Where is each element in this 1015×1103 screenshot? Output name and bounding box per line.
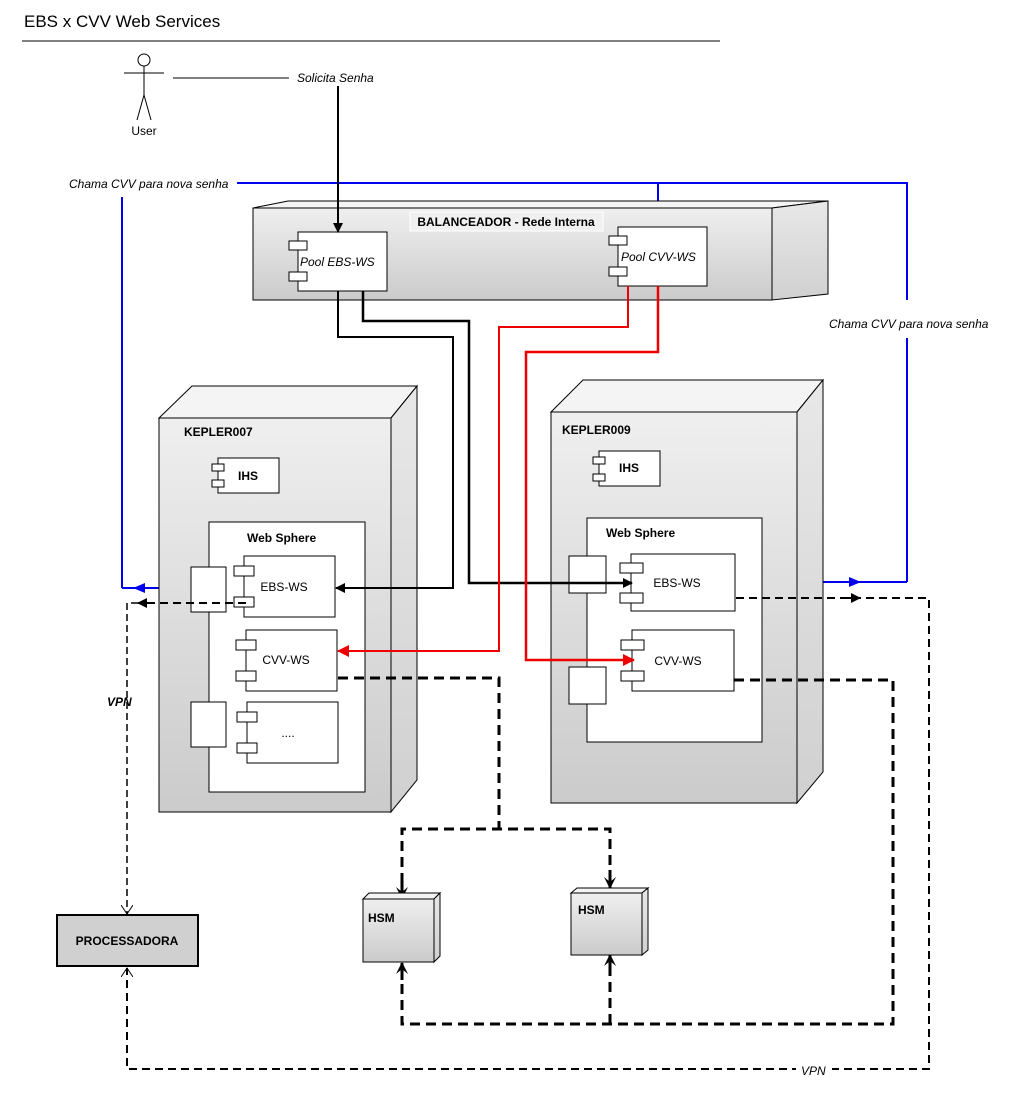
label-chama-cvv-right: Chama CVV para nova senha xyxy=(829,317,989,331)
server-name: KEPLER009 xyxy=(562,423,631,437)
hsm-node-1[interactable]: HSM xyxy=(361,891,442,964)
ihs-label: IHS xyxy=(238,469,258,483)
component-label: EBS-WS xyxy=(653,576,700,590)
component-icon xyxy=(619,562,644,574)
red-flow-to-cvv-k9 xyxy=(524,286,660,666)
hsm-flow-cvv-k9 xyxy=(400,678,895,1026)
other-component[interactable]: .... xyxy=(236,701,339,764)
component-label: CVV-WS xyxy=(654,654,701,668)
vpn-label-bg xyxy=(796,1061,832,1077)
websphere-container[interactable]: Web Sphere EBS-WS CVV-WS xyxy=(568,517,763,743)
cvv-ws-component[interactable]: CVV-WS xyxy=(235,629,338,692)
balancer-label: BALANCEADOR - Rede Interna xyxy=(417,215,595,229)
black-flow-to-ebs-k9 xyxy=(361,291,633,588)
component-icon xyxy=(235,639,257,651)
blue-flow-top xyxy=(237,182,908,300)
component-icon xyxy=(288,240,308,251)
label-vpn-bottom: VPN xyxy=(801,1064,826,1078)
label-chama-cvv-left: Chama CVV para nova senha xyxy=(69,177,229,191)
port-box xyxy=(190,701,227,748)
hsm-flow-cvv-k7 xyxy=(338,676,501,829)
server-node-kepler007[interactable]: KEPLER007 IHS Web Sphere EBS-WS CVV-WS xyxy=(157,384,419,814)
component-icon xyxy=(236,711,258,723)
vpn-flow-bottom xyxy=(127,597,930,1070)
hsm-label: HSM xyxy=(578,903,605,917)
pool-cvv-label: Pool CVV-WS xyxy=(621,250,696,264)
ihs-component[interactable]: IHS xyxy=(592,450,661,487)
component-icon xyxy=(233,565,255,577)
component-icon xyxy=(211,463,225,472)
port-box xyxy=(568,666,607,705)
processadora-label: PROCESSADORA xyxy=(76,934,179,948)
websphere-label: Web Sphere xyxy=(247,531,316,545)
black-flow-to-ebs-k7 xyxy=(335,291,454,593)
port-box xyxy=(190,566,227,613)
ihs-component[interactable]: IHS xyxy=(211,457,280,494)
actor-label: User xyxy=(131,124,156,138)
ebs-ws-component[interactable]: EBS-WS xyxy=(619,553,736,612)
cvv-ws-component[interactable]: CVV-WS xyxy=(620,629,735,692)
pool-ebs-label: Pool EBS-WS xyxy=(300,255,375,269)
vpn-flow-to-processadora xyxy=(127,602,138,914)
balancer-node[interactable]: BALANCEADOR - Rede Interna Pool EBS-WS P… xyxy=(252,200,829,301)
websphere-container[interactable]: Web Sphere EBS-WS CVV-WS .... xyxy=(190,521,366,793)
component-icon xyxy=(608,235,628,246)
diagram-title: EBS x CVV Web Services xyxy=(24,12,220,31)
actor-head-icon xyxy=(137,53,151,67)
ihs-label: IHS xyxy=(619,461,639,475)
component-label: CVV-WS xyxy=(262,653,309,667)
server-name: KEPLER007 xyxy=(184,425,253,439)
hsm-node-2[interactable]: HSM xyxy=(569,886,650,957)
component-icon xyxy=(620,639,645,651)
pool-cvv-component[interactable]: Pool CVV-WS xyxy=(608,226,708,287)
component-label: .... xyxy=(281,726,294,740)
hsm-flow-top xyxy=(400,827,612,899)
port-box xyxy=(568,555,607,594)
processadora-node[interactable]: PROCESSADORA xyxy=(56,914,199,967)
component-icon xyxy=(592,456,606,465)
user-actor[interactable]: User xyxy=(124,53,164,138)
label-solicita-senha: Solicita Senha xyxy=(297,71,374,85)
component-label: EBS-WS xyxy=(260,580,307,594)
red-flow-to-cvv-k7 xyxy=(337,286,629,657)
server-node-kepler009[interactable]: KEPLER009 IHS Web Sphere EBS-WS CVV-WS xyxy=(549,378,825,805)
hsm-label: HSM xyxy=(368,911,395,925)
ebs-ws-component[interactable]: EBS-WS xyxy=(233,555,336,618)
label-vpn-left: VPN xyxy=(107,695,132,709)
pool-ebs-component[interactable]: Pool EBS-WS xyxy=(288,231,388,292)
websphere-label: Web Sphere xyxy=(606,526,675,540)
